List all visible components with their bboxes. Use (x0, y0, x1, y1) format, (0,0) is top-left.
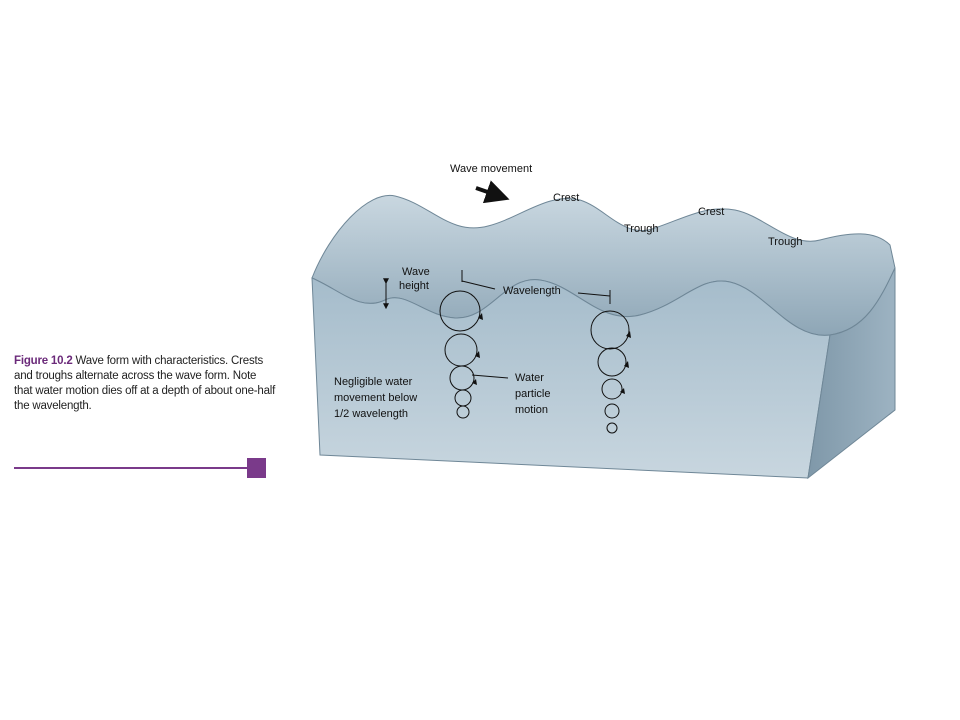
water-motion-label-1: Water (515, 372, 544, 384)
block-side-face (807, 267, 896, 480)
water-motion-leader (471, 374, 509, 379)
wave-height-label: Wave (402, 266, 430, 278)
figure-number: Figure 10.2 (14, 355, 73, 367)
wavelength-label: Wavelength (503, 285, 561, 297)
trough-label-2: Trough (768, 236, 802, 248)
orbital-circles-left (439, 290, 481, 419)
wave-height-label-2: height (399, 280, 429, 292)
wave-movement-label: Wave movement (450, 163, 532, 175)
orbital-circles-right (590, 310, 630, 434)
crest-label-1: Crest (553, 192, 579, 204)
negligible-movement-label-1: Negligible water (334, 376, 413, 388)
negligible-movement-label-3: 1/2 wavelength (334, 408, 408, 420)
figure-caption-text: Wave form with characteristics. Crests a… (14, 355, 276, 412)
orbital-arrows-right (620, 331, 631, 394)
orbital-arrows-left (472, 313, 483, 385)
water-motion-label-3: motion (515, 404, 548, 416)
figure-caption: Figure 10.2 Wave form with characteristi… (14, 354, 276, 414)
wavelength-dimension-line (461, 270, 611, 304)
trough-label-1: Trough (624, 223, 658, 235)
crest-label-2: Crest (698, 206, 724, 218)
caption-divider-marker (247, 458, 266, 478)
wave-movement-arrow (475, 180, 510, 204)
caption-divider (14, 467, 250, 469)
water-motion-label-2: particle (515, 388, 550, 400)
negligible-movement-label-2: movement below (334, 392, 417, 404)
